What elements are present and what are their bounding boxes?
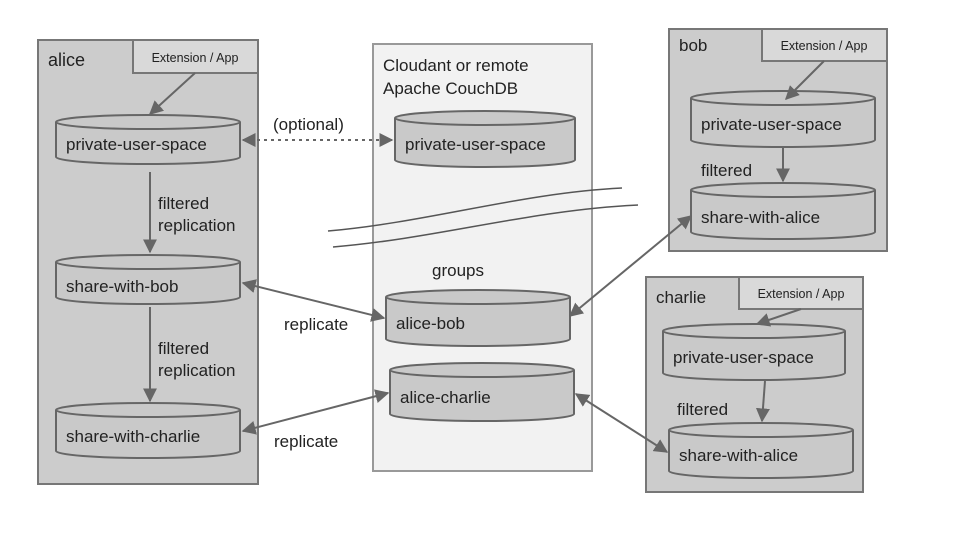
alice-share-with-charlie-db: share-with-charlie — [55, 402, 241, 459]
charlie-panel: charlie Extension / App private-user-spa… — [645, 276, 864, 493]
charlie-app-arrow — [755, 308, 802, 327]
alice-app-box — [132, 39, 259, 74]
charlie-db2-label: share-with-alice — [679, 446, 798, 465]
server-db3-label: alice-charlie — [400, 388, 491, 407]
charlie-group-arrow — [574, 393, 669, 453]
server-title-line2: Apache CouchDB — [383, 79, 518, 98]
alice-app-arrow — [148, 72, 196, 115]
bob-share-with-alice-db: share-with-alice — [690, 182, 876, 240]
network-break-line-2 — [332, 204, 639, 248]
bob-db1-label: private-user-space — [701, 115, 842, 134]
bob-db2-label: share-with-alice — [701, 208, 820, 227]
server-db2-label: alice-bob — [396, 314, 465, 333]
charlie-edge-label: filtered — [677, 400, 728, 419]
charlie-label: charlie — [656, 288, 706, 307]
charlie-app-label: Extension / App — [758, 287, 845, 301]
server-alice-charlie-db: alice-charlie — [389, 362, 575, 422]
server-db1-label: private-user-space — [405, 135, 546, 154]
bob-app-box — [761, 28, 888, 62]
charlie-filtered-arrow — [755, 380, 770, 423]
bob-panel: bob Extension / App private-user-space s… — [668, 28, 888, 252]
charlie-app-box — [738, 276, 864, 310]
alice-private-user-space-db: private-user-space — [55, 114, 241, 165]
alice-app-label: Extension / App — [152, 51, 239, 65]
alice-share-with-bob-db: share-with-bob — [55, 254, 241, 305]
alice-label: alice — [48, 50, 85, 70]
charlie-db1-label: private-user-space — [673, 348, 814, 367]
replicate-label-2: replicate — [274, 432, 338, 451]
groups-label: groups — [432, 261, 484, 280]
network-break-line-1 — [327, 187, 623, 232]
bob-app-arrow — [785, 60, 825, 100]
alice-db1-label: private-user-space — [66, 135, 207, 154]
optional-label: (optional) — [273, 115, 344, 134]
bob-group-arrow — [568, 215, 693, 317]
bob-edge-label: filtered — [701, 161, 752, 180]
server-alice-bob-db: alice-bob — [385, 289, 571, 347]
bob-private-user-space-db: private-user-space — [690, 90, 876, 148]
alice-charlie-replicate-arrow — [241, 389, 390, 435]
alice-panel: alice Extension / App private-user-space… — [37, 39, 259, 485]
alice-edge2-line2: replication — [158, 361, 236, 380]
replicate-label-1: replicate — [284, 315, 348, 334]
charlie-private-user-space-db: private-user-space — [662, 323, 846, 381]
bob-label: bob — [679, 36, 707, 55]
server-panel: Cloudant or remote Apache CouchDB privat… — [372, 43, 593, 472]
bob-app-label: Extension / App — [781, 39, 868, 53]
alice-db3-label: share-with-charlie — [66, 427, 200, 446]
alice-bob-replicate-arrow — [241, 279, 386, 322]
alice-edge1-line1: filtered — [158, 194, 209, 213]
alice-edge2-line1: filtered — [158, 339, 209, 358]
charlie-share-with-alice-db: share-with-alice — [668, 422, 854, 479]
server-private-user-space-db: private-user-space — [394, 110, 576, 168]
alice-db2-label: share-with-bob — [66, 277, 178, 296]
server-title-line1: Cloudant or remote — [383, 56, 529, 75]
alice-edge1-line2: replication — [158, 216, 236, 235]
